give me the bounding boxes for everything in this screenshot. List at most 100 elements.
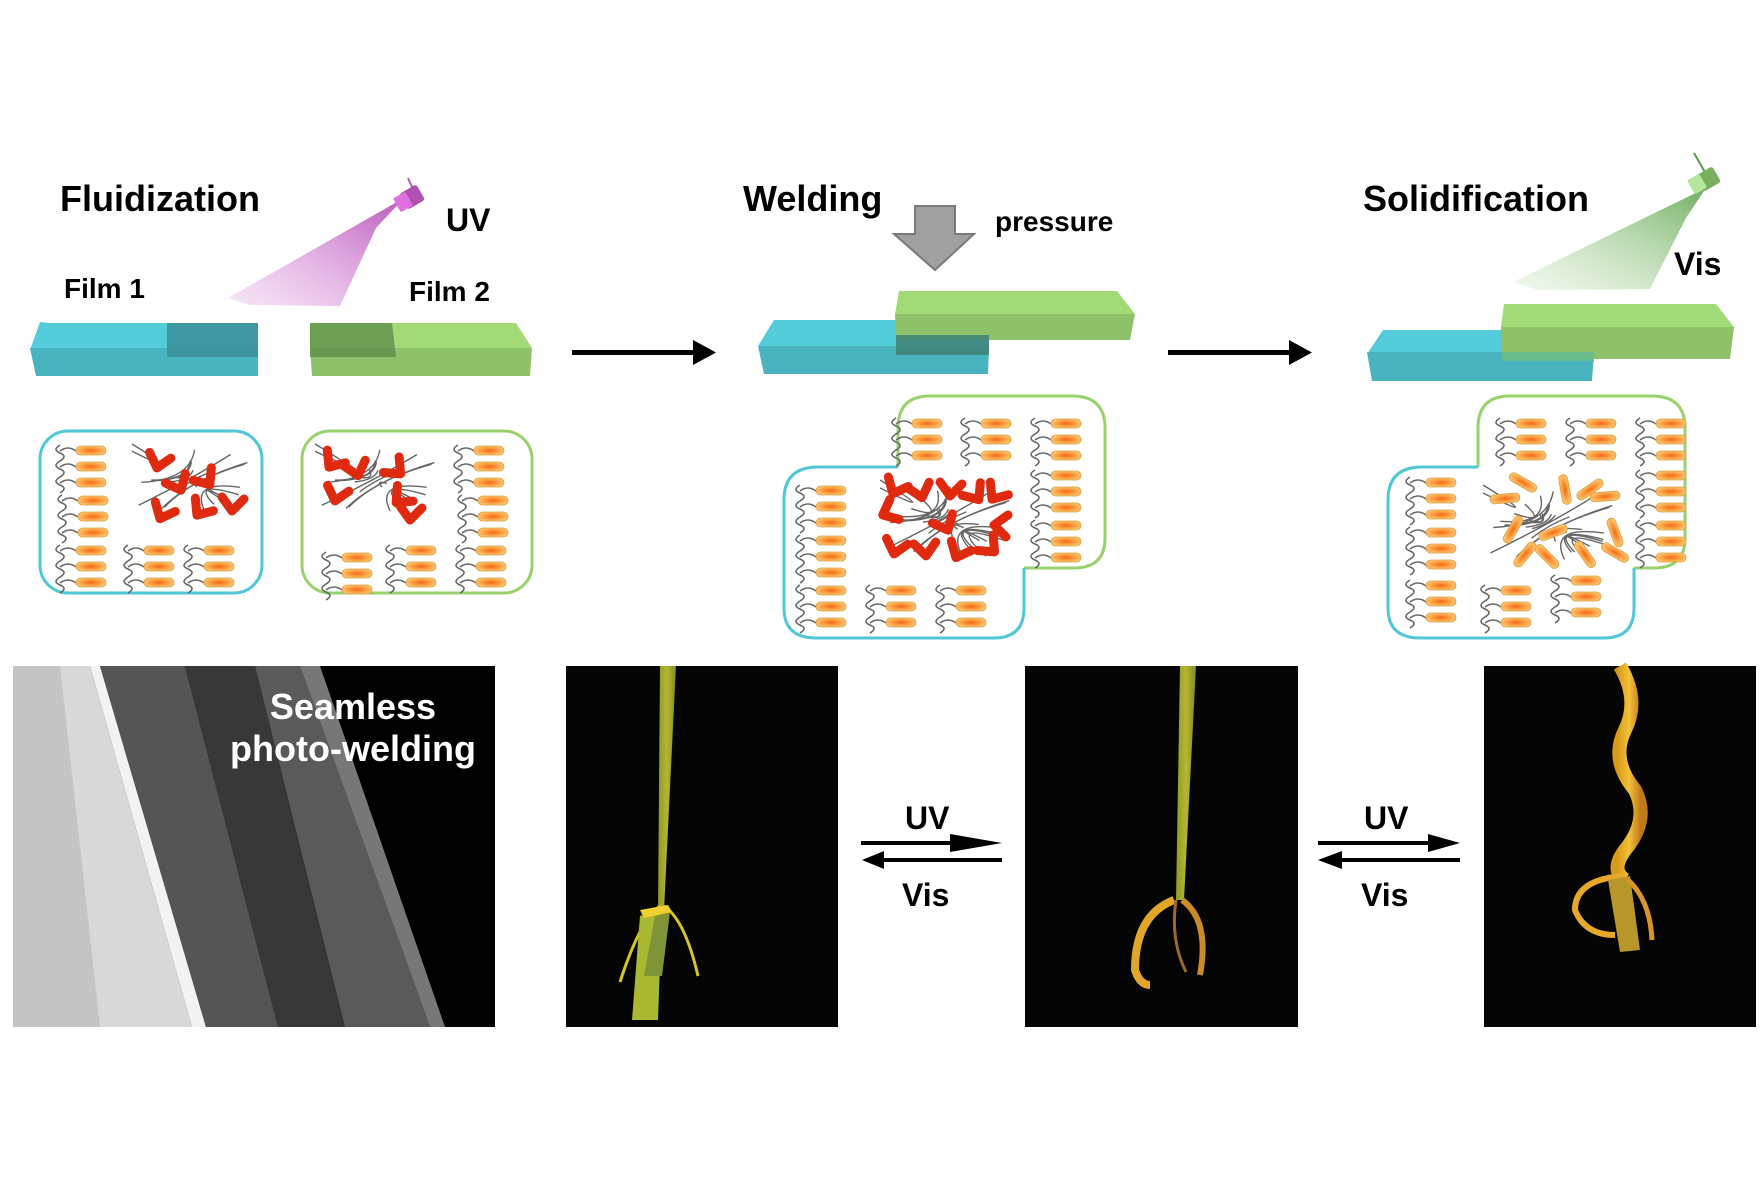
side-chain	[1034, 488, 1052, 493]
polymer-backbone	[795, 534, 805, 584]
trans-azobenzene-rod	[1585, 450, 1617, 461]
side-chain	[869, 587, 887, 592]
cis-azobenzene	[903, 477, 934, 503]
side-chain	[1554, 577, 1572, 582]
side-chain	[389, 547, 407, 552]
trans-azobenzene-rod	[1570, 575, 1602, 586]
trans-azobenzene-rod	[1655, 470, 1687, 481]
cis-azobenzene	[878, 494, 904, 524]
trans-azobenzene-rod	[1655, 450, 1687, 461]
reversible-2-forward-label: UV	[1364, 800, 1409, 836]
side-chain	[127, 579, 145, 584]
trans-azobenzene-rod	[1425, 596, 1457, 607]
trans-azobenzene-rod	[75, 477, 107, 488]
reversible-1-backward-label: Vis	[902, 877, 950, 913]
trans-azobenzene-rod	[815, 517, 847, 528]
film1-bar	[30, 322, 258, 376]
side-chain	[799, 603, 817, 608]
side-chain	[459, 547, 477, 552]
side-chain	[1409, 614, 1427, 619]
stage-title-fluidization: Fluidization	[60, 178, 260, 219]
trans-azobenzene-rod	[1425, 559, 1457, 570]
trans-azobenzene-rod	[143, 545, 175, 556]
cis-azobenzene	[395, 501, 427, 525]
polymer-backbone	[123, 544, 133, 594]
process-arrow-2	[1168, 340, 1312, 365]
side-chain	[1554, 609, 1572, 614]
vis-lamp-icon	[1513, 152, 1721, 290]
side-chain	[964, 452, 982, 457]
trans-azobenzene-rod	[1606, 517, 1624, 548]
solidification-stage	[1367, 152, 1734, 640]
trans-azobenzene-rod	[1515, 418, 1547, 429]
trans-azobenzene-rod	[815, 585, 847, 596]
trans-azobenzene-rod	[143, 561, 175, 572]
stage-title-solidification: Solidification	[1363, 178, 1590, 219]
cis-azobenzene	[188, 463, 216, 490]
polymer-backbone	[1635, 519, 1645, 569]
trans-azobenzene-rod	[955, 585, 987, 596]
sem-image	[13, 666, 495, 1027]
side-chain	[1639, 538, 1657, 543]
photo-ribbon-helix	[1484, 662, 1756, 1027]
side-chain	[799, 503, 817, 508]
trans-azobenzene-rod	[77, 511, 109, 522]
side-chain	[1034, 554, 1052, 559]
trans-azobenzene-rod	[1050, 486, 1082, 497]
trans-azobenzene-rod	[815, 567, 847, 578]
side-chain	[1639, 452, 1657, 457]
cis-azobenzene	[160, 469, 190, 495]
side-chain	[799, 487, 817, 492]
cis-azobenzene	[946, 536, 976, 563]
trans-azobenzene-rod	[1655, 536, 1687, 547]
trans-azobenzene-rod	[955, 601, 987, 612]
side-chain	[1409, 545, 1427, 550]
side-chain	[59, 579, 77, 584]
side-chain	[1499, 420, 1517, 425]
cis-azobenzene	[989, 510, 1013, 542]
trans-azobenzene-rod	[1050, 470, 1082, 481]
cis-azobenzene	[972, 530, 1000, 557]
side-chain	[61, 529, 79, 534]
trans-azobenzene-rod	[477, 527, 509, 538]
cis-azobenzene	[391, 480, 418, 508]
side-chain	[1554, 593, 1572, 598]
trans-azobenzene-rod	[1585, 434, 1617, 445]
reversible-1-forward-label: UV	[905, 800, 950, 836]
trans-azobenzene-rod	[341, 552, 373, 563]
side-chain	[461, 513, 479, 518]
polymer-backbone	[865, 584, 875, 634]
cis-azobenzene	[927, 509, 957, 535]
side-chain	[1409, 495, 1427, 500]
side-chain	[799, 519, 817, 524]
trans-azobenzene-rod	[75, 577, 107, 588]
side-chain	[1639, 420, 1657, 425]
side-chain	[61, 497, 79, 502]
side-chain	[1639, 472, 1657, 477]
trans-azobenzene-rod	[1050, 450, 1082, 461]
trans-azobenzene-rod	[1425, 493, 1457, 504]
side-chain	[964, 436, 982, 441]
welding-molecular-box-green	[896, 394, 1107, 570]
trans-azobenzene-rod	[1489, 492, 1521, 505]
side-chain	[1034, 436, 1052, 441]
trans-azobenzene-rod	[203, 545, 235, 556]
trans-azobenzene-rod	[1515, 434, 1547, 445]
side-chain	[187, 563, 205, 568]
trans-azobenzene-rod	[1050, 434, 1082, 445]
solidification-molecular-box-cyan	[1386, 465, 1636, 640]
side-chain	[461, 497, 479, 502]
side-chain	[895, 452, 913, 457]
trans-azobenzene-rod	[1655, 418, 1687, 429]
side-chain	[389, 563, 407, 568]
trans-azobenzene-rod	[203, 561, 235, 572]
trans-azobenzene-rod	[75, 561, 107, 572]
trans-azobenzene-rod	[473, 477, 505, 488]
trans-azobenzene-rod	[475, 577, 507, 588]
trans-azobenzene-rod	[1570, 591, 1602, 602]
welding-stage	[758, 205, 1135, 640]
polymer-backbone	[1405, 526, 1415, 576]
cis-azobenzene	[985, 477, 1013, 504]
trans-azobenzene-rod	[815, 535, 847, 546]
trans-azobenzene-rod	[1050, 502, 1082, 513]
